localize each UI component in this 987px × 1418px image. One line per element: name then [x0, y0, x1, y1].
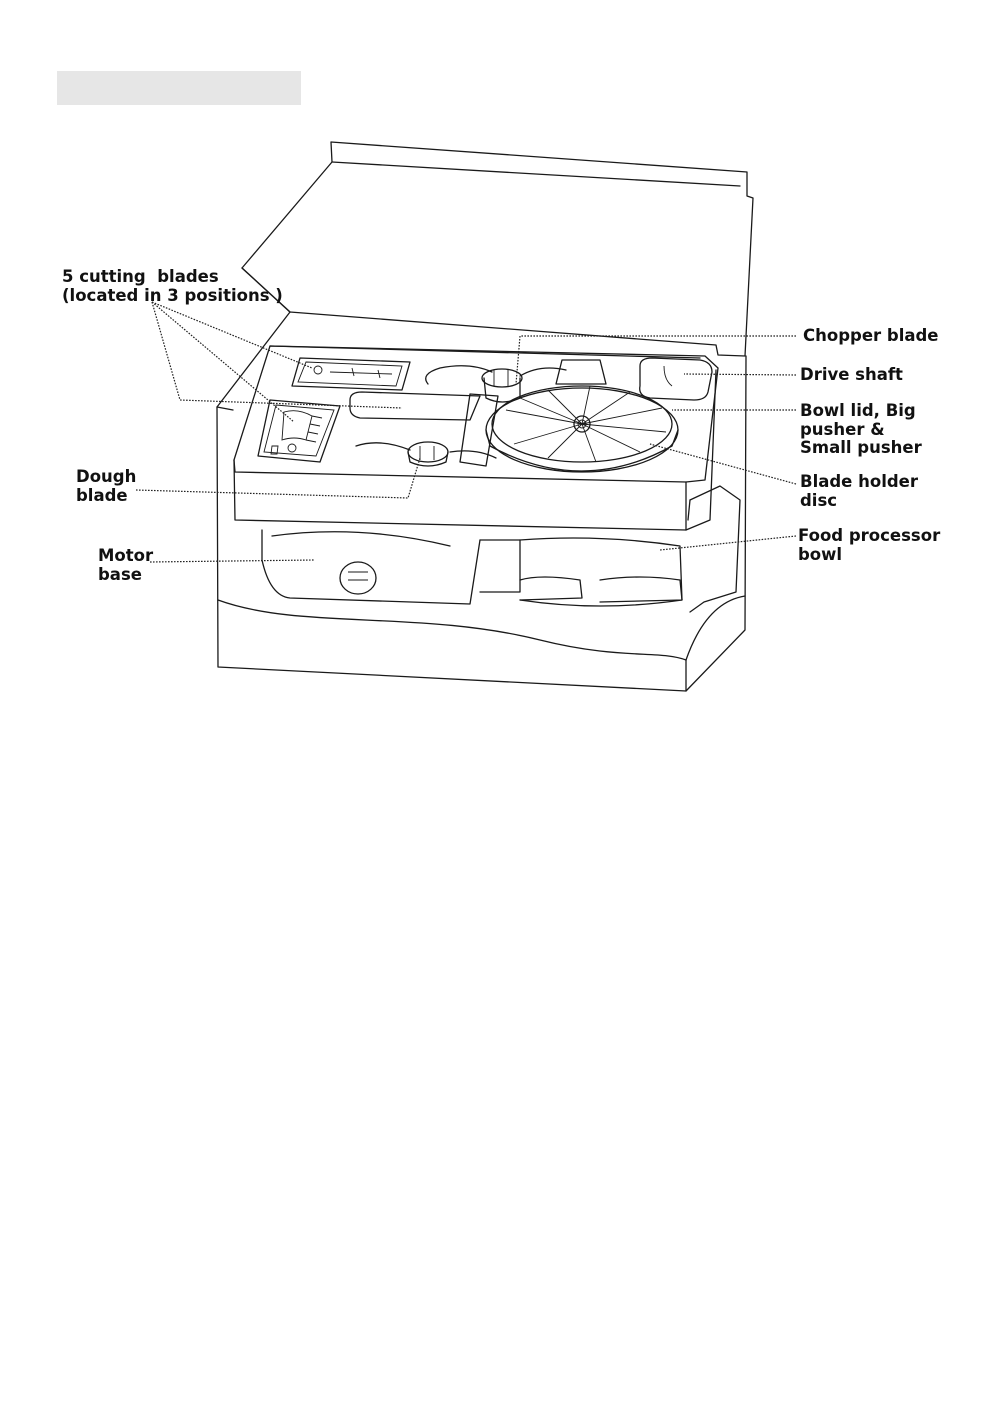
leader-blade-holder — [650, 444, 796, 484]
drive-shaft-slot — [640, 358, 712, 400]
label-chopper-blade: Chopper blade — [803, 327, 939, 346]
chopper-blade-drawing — [426, 366, 566, 402]
label-bowl-lid: Bowl lid, Big pusher & Small pusher — [800, 402, 922, 458]
food-processor-bowl-drawing — [520, 486, 740, 612]
label-cutting-blades: 5 cutting blades (located in 3 positions… — [62, 268, 283, 305]
leader-dough-blade — [136, 458, 420, 498]
dough-blade-drawing — [356, 442, 496, 466]
box-lid — [242, 142, 753, 356]
blade-holder-disc-drawing — [486, 360, 678, 472]
leader-lines — [136, 302, 796, 562]
leader-cutting-blades-1 — [152, 302, 312, 368]
blade-slot-middle — [350, 392, 498, 466]
label-blade-holder: Blade holder disc — [800, 473, 918, 510]
motor-base-drawing — [262, 530, 520, 604]
label-dough-blade: Dough blade — [76, 468, 136, 505]
label-drive-shaft: Drive shaft — [800, 366, 903, 385]
blade-slot-top — [292, 358, 410, 390]
label-motor-base: Motor base — [98, 547, 153, 584]
leader-cutting-blades-2 — [152, 302, 294, 422]
blade-slot-left — [258, 400, 340, 462]
leader-motor-base — [150, 560, 314, 562]
label-food-processor-bowl: Food processor bowl — [798, 527, 940, 564]
leader-drive-shaft — [684, 374, 796, 375]
